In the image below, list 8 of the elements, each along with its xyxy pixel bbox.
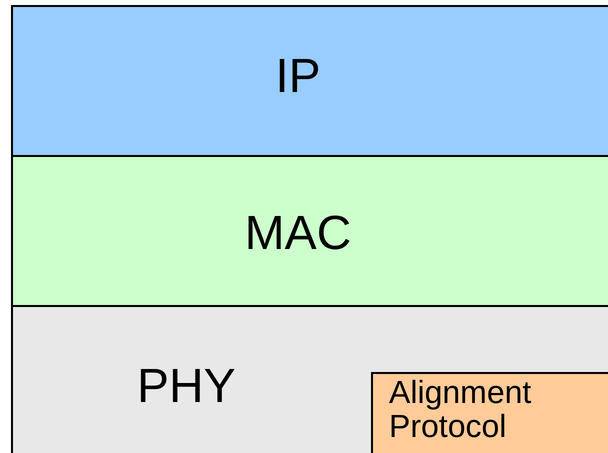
layer-label: MAC — [244, 209, 352, 260]
protocol-box — [371, 372, 608, 453]
layer-label: PHY — [137, 362, 237, 412]
layer-label: IP — [274, 52, 322, 102]
layer-label: Alignment Protocol — [389, 376, 532, 444]
layer-band — [11, 305, 608, 453]
layer-band — [11, 5, 608, 157]
layer-band — [11, 155, 608, 307]
